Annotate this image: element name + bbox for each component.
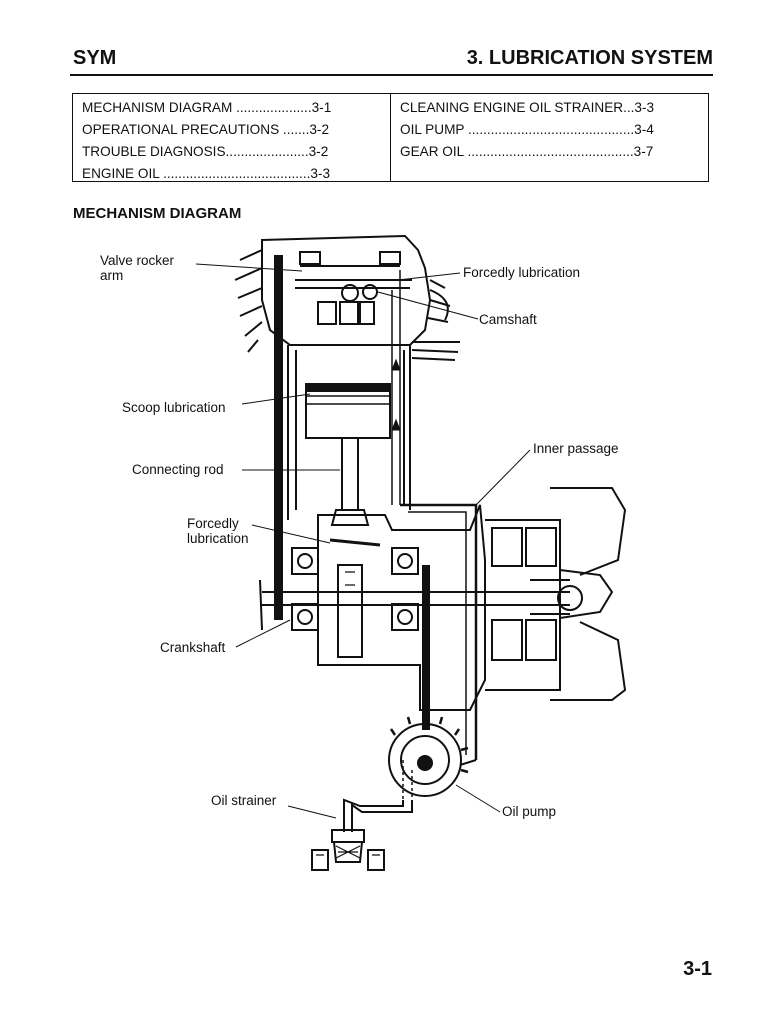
- page-number: 3-1: [683, 958, 712, 980]
- label-inner-passage: Inner passage: [533, 441, 619, 456]
- header-brand: SYM: [73, 47, 117, 69]
- label-forcedly-lubrication-mid: Forcedly lubrication: [187, 516, 249, 546]
- label-valve-rocker-arm: Valve rocker arm: [100, 253, 175, 283]
- toc-entry[interactable]: OIL PUMP ...............................…: [400, 122, 654, 137]
- toc-entry[interactable]: GEAR OIL ...............................…: [400, 144, 654, 159]
- section-title: MECHANISM DIAGRAM: [73, 205, 242, 222]
- header-rule: [70, 74, 713, 76]
- label-connecting-rod: Connecting rod: [132, 462, 224, 477]
- header-chapter-title: 3. LUBRICATION SYSTEM: [466, 47, 713, 69]
- toc-entry[interactable]: CLEANING ENGINE OIL STRAINER...3-3: [400, 100, 655, 115]
- label-camshaft: Camshaft: [479, 312, 537, 327]
- toc-right-column: CLEANING ENGINE OIL STRAINER...3-3 OIL P…: [391, 94, 708, 181]
- label-forcedly-lubrication-top: Forcedly lubrication: [463, 265, 581, 280]
- label-oil-pump: Oil pump: [502, 804, 557, 819]
- toc-left-column: MECHANISM DIAGRAM ....................3-…: [73, 94, 391, 181]
- toc-entry[interactable]: TROUBLE DIAGNOSIS......................3…: [82, 144, 329, 159]
- toc-entry[interactable]: ENGINE OIL .............................…: [82, 166, 331, 181]
- toc-entry[interactable]: OPERATIONAL PRECAUTIONS .......3-2: [82, 122, 330, 137]
- table-of-contents: MECHANISM DIAGRAM ....................3-…: [72, 93, 709, 182]
- toc-entry[interactable]: MECHANISM DIAGRAM ....................3-…: [82, 100, 332, 115]
- label-crankshaft: Crankshaft: [160, 640, 226, 655]
- label-scoop-lubrication: Scoop lubrication: [122, 400, 226, 415]
- label-oil-strainer: Oil strainer: [211, 793, 277, 808]
